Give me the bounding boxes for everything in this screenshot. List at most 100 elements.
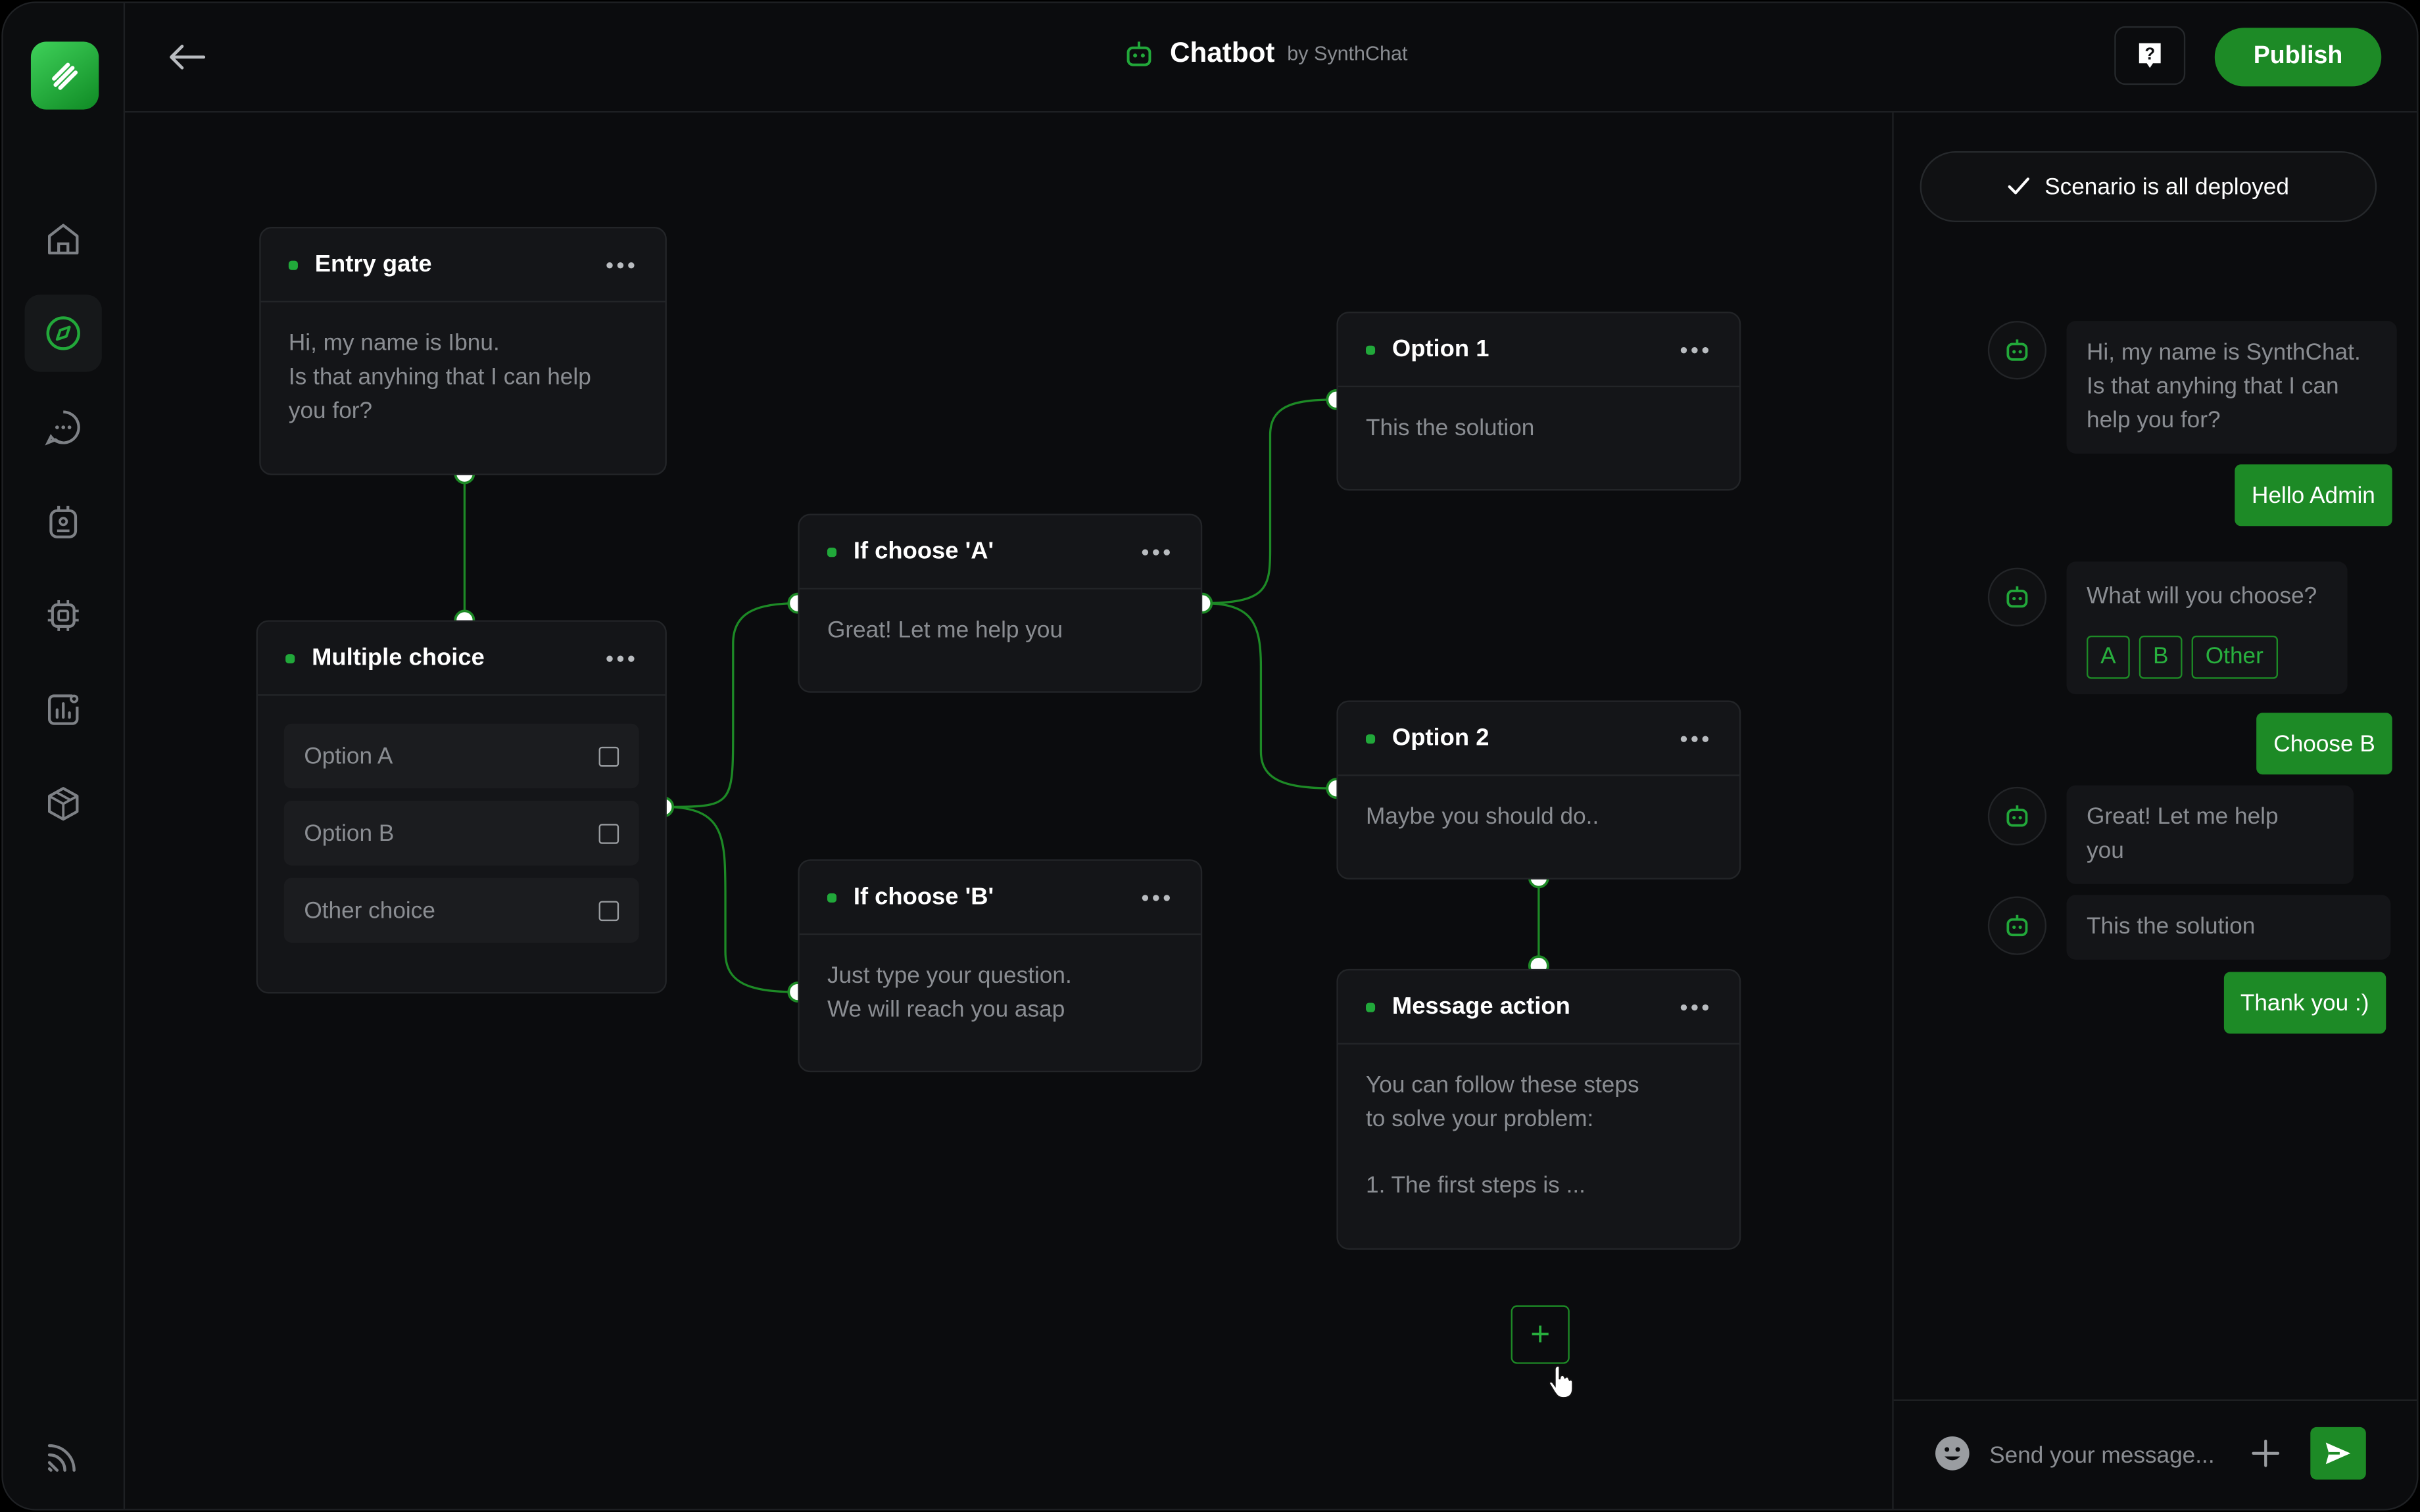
message-line: Hi, my name is SynthChat.	[2087, 339, 2361, 366]
bot-message: Great! Let me help you	[2066, 785, 2354, 884]
flow-canvas[interactable]: Entry gate Hi, my name is Ibnu. Is that …	[124, 111, 1893, 1509]
more-icon[interactable]	[1680, 1004, 1709, 1011]
node-header: If choose 'A'	[799, 515, 1201, 590]
status-dot	[1366, 344, 1376, 354]
signal-icon	[47, 1444, 76, 1472]
sidebar	[3, 3, 126, 1509]
message-line: Great! Let me help	[2087, 803, 2279, 830]
user-message: Hello Admin	[2235, 464, 2392, 527]
chat-preview-panel: Scenario is all deployed Hi, my name is …	[1892, 110, 2417, 1509]
nav-integrations[interactable]	[25, 577, 102, 654]
node-option-1[interactable]: Option 1 This the solution	[1336, 312, 1741, 491]
option-label: Other choice	[304, 897, 435, 924]
bot-avatar	[1987, 567, 2046, 626]
status-dot	[1366, 1002, 1376, 1012]
hand-cursor-icon	[1548, 1365, 1574, 1399]
user-message: Choose B	[2256, 713, 2392, 775]
top-bar: Chatbot by SynthChat ? Publish	[123, 3, 2417, 113]
add-node-button[interactable]: +	[1511, 1305, 1570, 1364]
bot-message: Hi, my name is SynthChat. Is that anyhin…	[2066, 321, 2397, 454]
send-icon	[2325, 1442, 2351, 1465]
nav-bots[interactable]	[25, 483, 102, 560]
message-line: help you for?	[2087, 407, 2221, 434]
node-title: Option 2	[1392, 724, 1489, 751]
nav-analytics[interactable]	[25, 671, 102, 748]
node-if-choose-a[interactable]: If choose 'A' Great! Let me help you	[798, 513, 1203, 693]
bot-icon	[2006, 586, 2028, 608]
option-label: Option B	[304, 820, 395, 847]
choice-other-button[interactable]: Other	[2191, 635, 2277, 679]
bot-icon	[2006, 914, 2028, 937]
node-header: Entry gate	[260, 228, 666, 302]
more-icon[interactable]	[606, 655, 635, 662]
node-header: Message action	[1338, 970, 1739, 1045]
help-button[interactable]: ?	[2114, 26, 2186, 85]
app-logo[interactable]	[30, 41, 99, 110]
checkbox[interactable]	[598, 900, 619, 920]
bot-icon	[2006, 339, 2028, 361]
attach-button[interactable]	[2247, 1432, 2284, 1475]
user-message: Thank you :)	[2223, 972, 2386, 1034]
logo-icon	[52, 62, 78, 90]
page-byline: by SynthChat	[1287, 41, 1408, 65]
node-title: Multiple choice	[312, 644, 485, 671]
more-icon[interactable]	[1142, 549, 1170, 555]
bot-avatar	[1987, 786, 2046, 846]
status-dot	[827, 892, 837, 902]
body-line: Hi, my name is Ibnu.	[288, 330, 500, 357]
checkbox[interactable]	[598, 823, 619, 843]
message-input[interactable]	[1986, 1429, 2240, 1482]
node-message-action[interactable]: Message action You can follow these step…	[1336, 968, 1741, 1250]
node-title: If choose 'B'	[853, 883, 994, 910]
message-line: Is that anyhing that I can	[2087, 373, 2339, 400]
back-button[interactable]	[164, 35, 210, 79]
node-body: Hi, my name is Ibnu. Is that anyhing tha…	[261, 302, 666, 454]
body-line: We will reach you asap	[827, 997, 1065, 1023]
node-multiple-choice[interactable]: Multiple choice Option A Option B Other …	[256, 620, 667, 994]
title-group: Chatbot by SynthChat	[1124, 37, 1408, 69]
node-title: Message action	[1392, 993, 1570, 1020]
node-option-2[interactable]: Option 2 Maybe you should do..	[1336, 700, 1741, 880]
nav-packages[interactable]	[25, 765, 102, 842]
node-entry-gate[interactable]: Entry gate Hi, my name is Ibnu. Is that …	[259, 226, 667, 475]
chip-icon	[47, 600, 79, 631]
emoji-icon[interactable]	[1934, 1435, 1971, 1472]
message-line: you	[2087, 838, 2124, 864]
nav-messages[interactable]	[25, 389, 102, 465]
option-row[interactable]: Option B	[283, 801, 639, 866]
choice-b-button[interactable]: B	[2139, 635, 2183, 679]
more-icon[interactable]	[1142, 895, 1170, 901]
option-row[interactable]: Other choice	[283, 878, 639, 943]
node-if-choose-b[interactable]: If choose 'B' Just type your question. W…	[798, 859, 1203, 1073]
checkbox[interactable]	[598, 745, 619, 767]
analytics-icon	[47, 694, 79, 725]
send-button[interactable]	[2310, 1427, 2366, 1480]
bot-icon	[49, 506, 78, 538]
help-icon: ?	[2139, 43, 2161, 68]
message-line: What will you choose?	[2087, 583, 2317, 610]
body-line: You can follow these steps	[1366, 1072, 1639, 1099]
body-line: Just type your question.	[827, 962, 1072, 989]
body-line: you for?	[288, 398, 373, 425]
option-label: Option A	[304, 743, 393, 769]
nav-signal[interactable]	[25, 1418, 102, 1495]
body-line: Is that anyhing that I can help	[288, 364, 591, 390]
nav-home[interactable]	[25, 201, 102, 277]
more-icon[interactable]	[1680, 736, 1709, 742]
more-icon[interactable]	[606, 262, 635, 269]
box-icon	[47, 787, 79, 821]
svg-text:?: ?	[2144, 45, 2155, 63]
node-body: Just type your question. We will reach y…	[800, 935, 1201, 1052]
option-row[interactable]: Option A	[283, 723, 639, 789]
page-title: Chatbot	[1169, 37, 1275, 68]
publish-button[interactable]: Publish	[2214, 28, 2382, 87]
nav-explore[interactable]	[24, 295, 102, 372]
choice-a-button[interactable]: A	[2087, 635, 2130, 679]
compass-icon	[46, 316, 80, 350]
body-line: to solve your problem:	[1366, 1106, 1594, 1133]
more-icon[interactable]	[1680, 347, 1709, 354]
arrow-left-icon	[170, 45, 206, 70]
check-icon	[2008, 177, 2029, 195]
